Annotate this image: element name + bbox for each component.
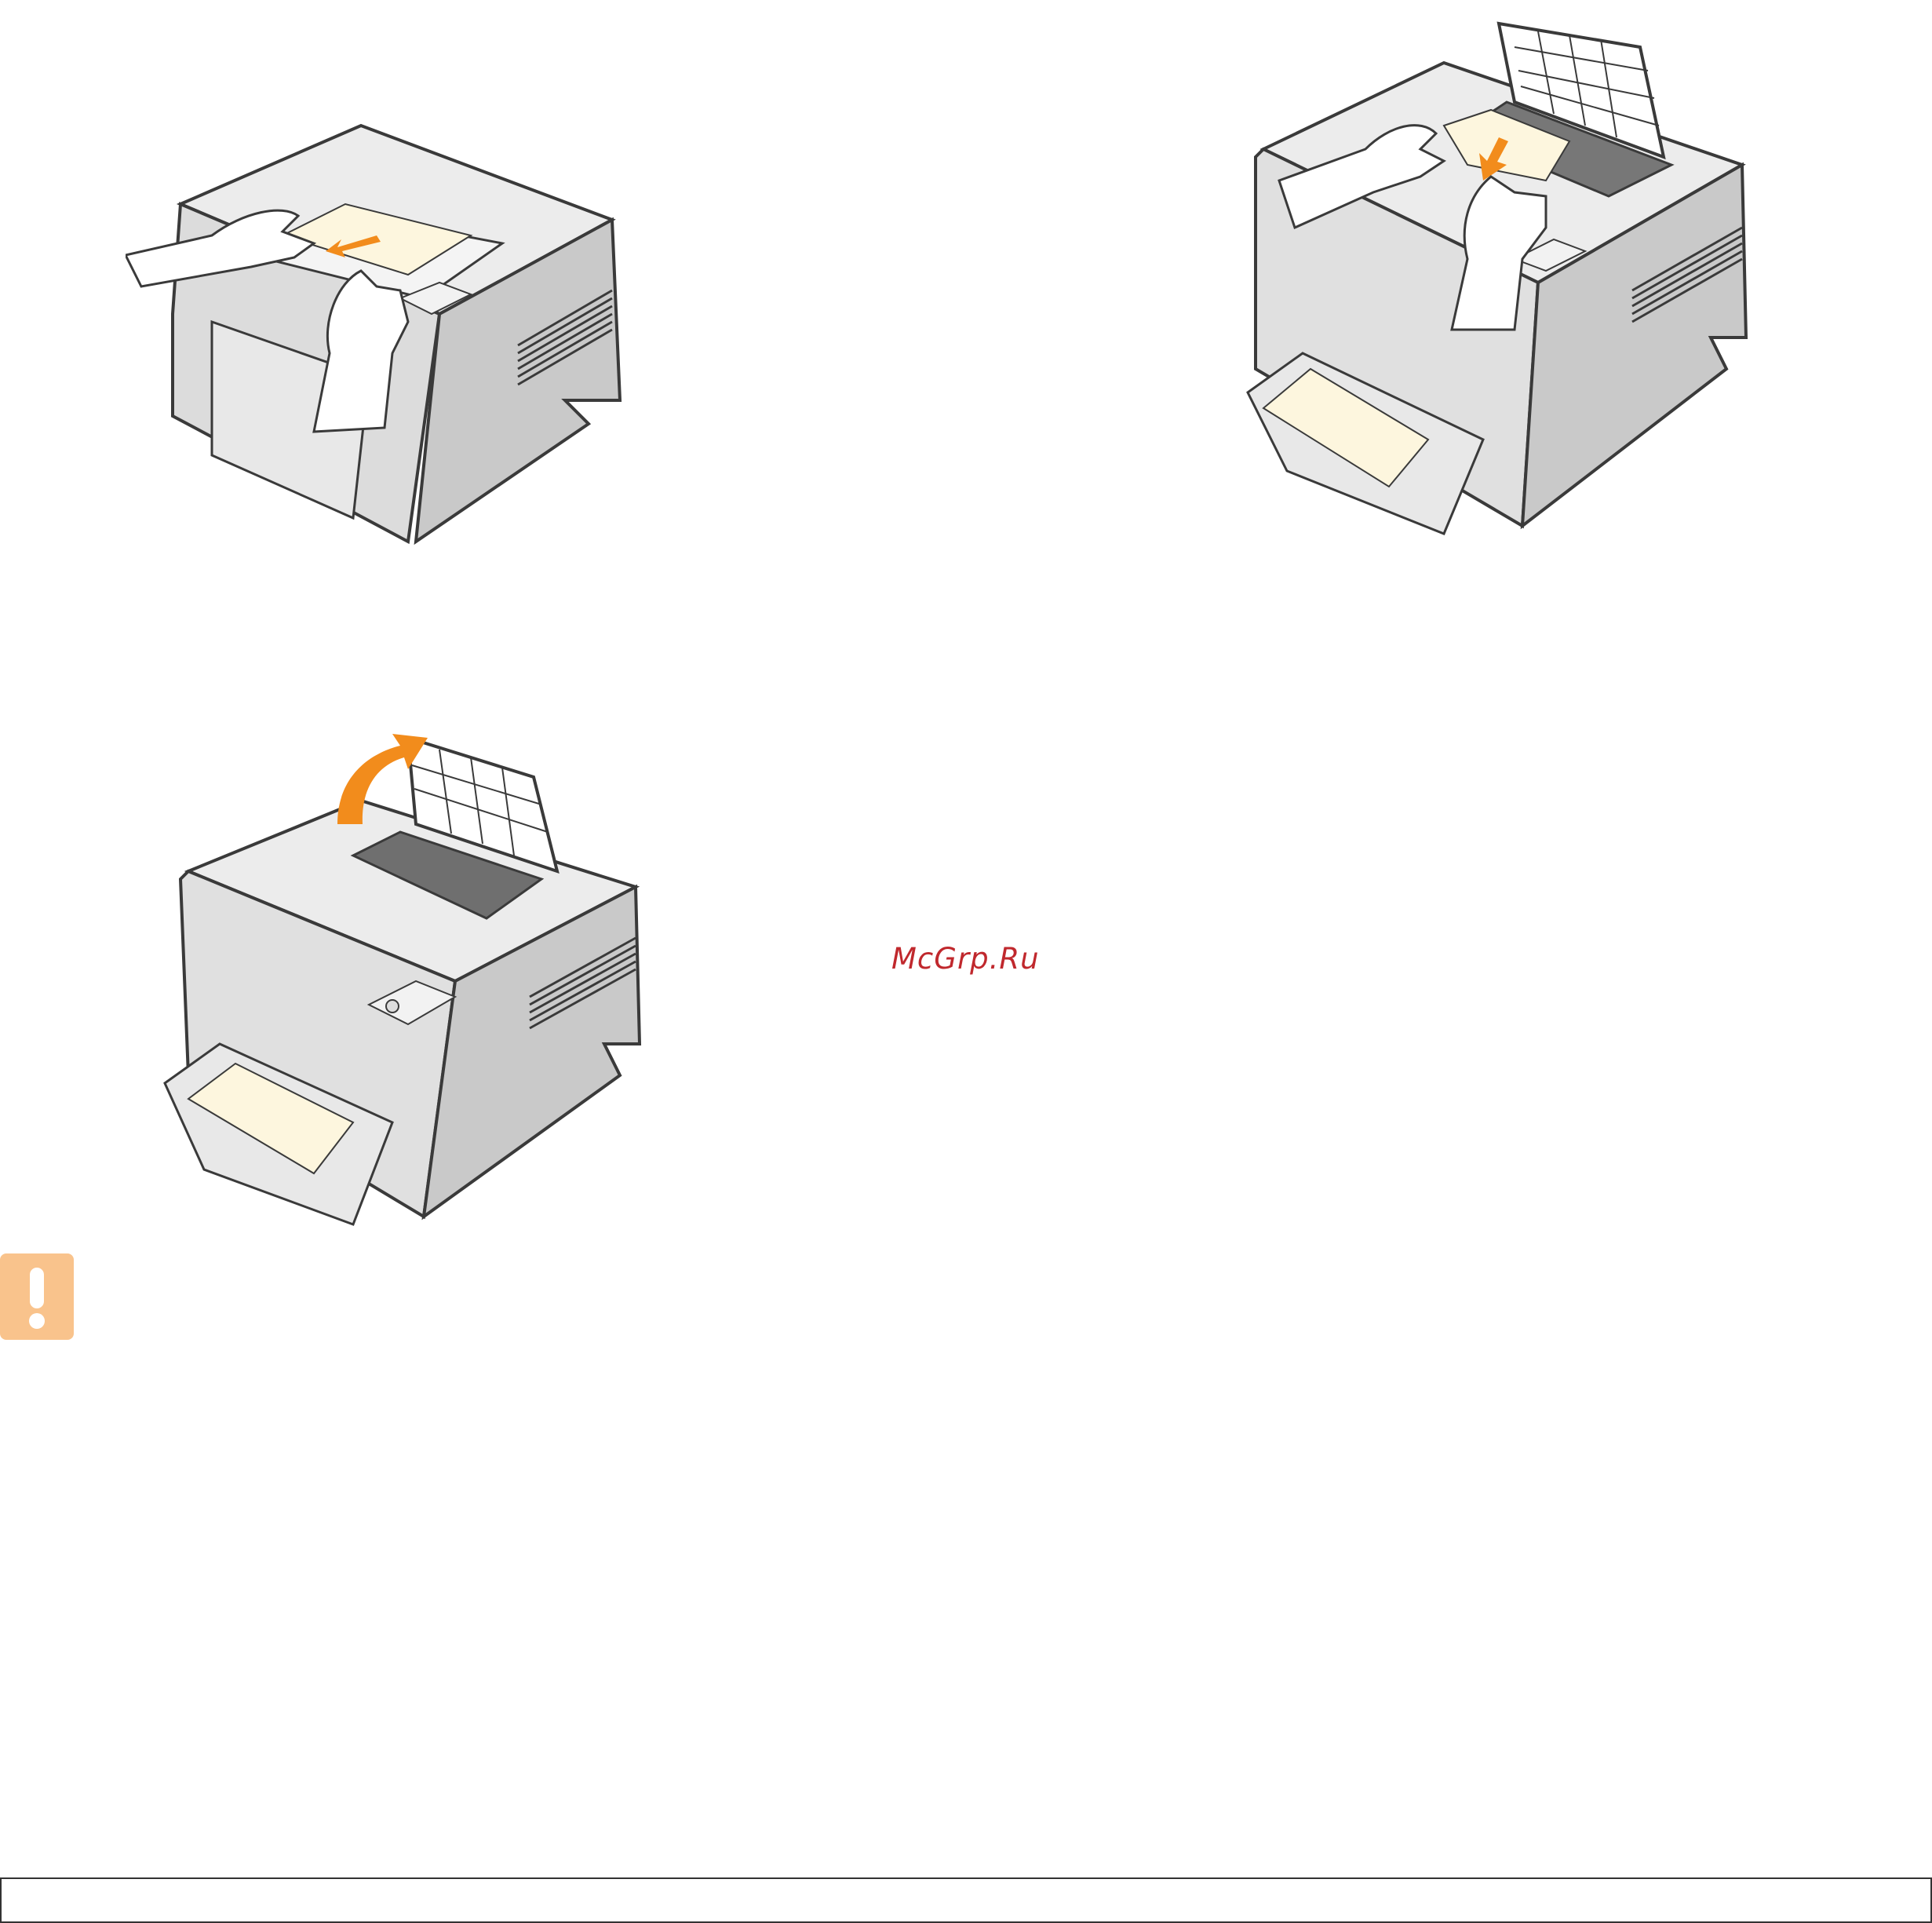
exclamation-caution-icon [0, 1253, 74, 1340]
printer-open-inner-cover-illustration [157, 714, 659, 1232]
printer-paper-removal-illustration [126, 118, 636, 557]
exclamation-mark-icon [0, 1253, 74, 1340]
watermark-text: McGrp.Ru [891, 942, 1040, 976]
footer-bar [0, 1877, 1932, 1923]
printer-open-cover-removal-illustration [1232, 0, 1750, 549]
power-button [386, 1000, 399, 1013]
